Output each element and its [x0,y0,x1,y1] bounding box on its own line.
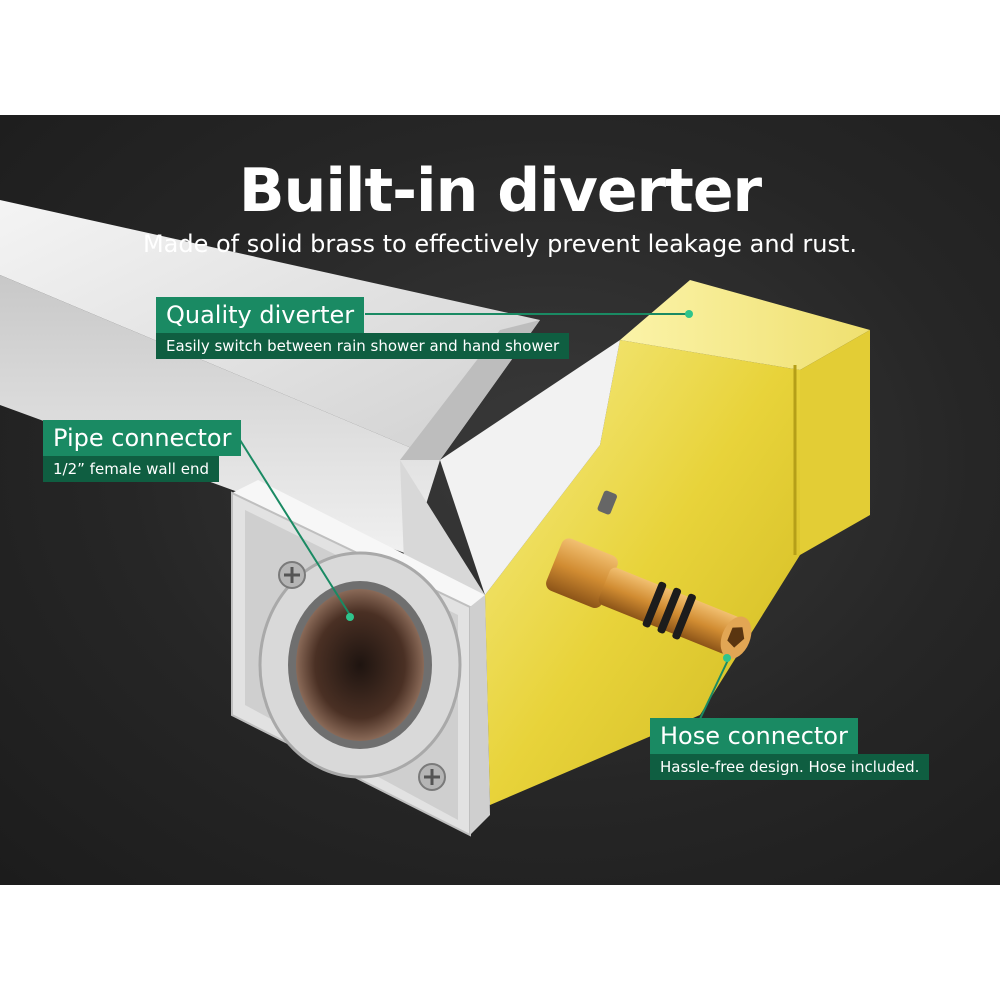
hose-connector-desc: Hassle-free design. Hose included. [650,754,930,780]
quality-diverter-callout: Quality diverter Easily switch between r… [156,297,570,359]
quality-diverter-title: Quality diverter [156,297,365,333]
subheadline: Made of solid brass to effectively preve… [142,230,858,258]
brass-diverter-body [440,280,870,805]
pipe-connector-desc: 1/2” female wall end [43,456,219,482]
pipe-connector-title: Pipe connector [43,420,242,456]
product-panel: Built-in diverter Made of solid brass to… [0,115,1000,885]
hose-connector-title: Hose connector [650,718,858,754]
quality-diverter-desc: Easily switch between rain shower and ha… [156,333,570,359]
pipe-connector-callout: Pipe connector 1/2” female wall end [43,420,242,482]
diverter-illustration [0,200,870,837]
hose-nozzle [546,490,752,659]
headline: Built-in diverter [238,156,762,226]
hose-connector-callout: Hose connector Hassle-free design. Hose … [650,718,930,780]
